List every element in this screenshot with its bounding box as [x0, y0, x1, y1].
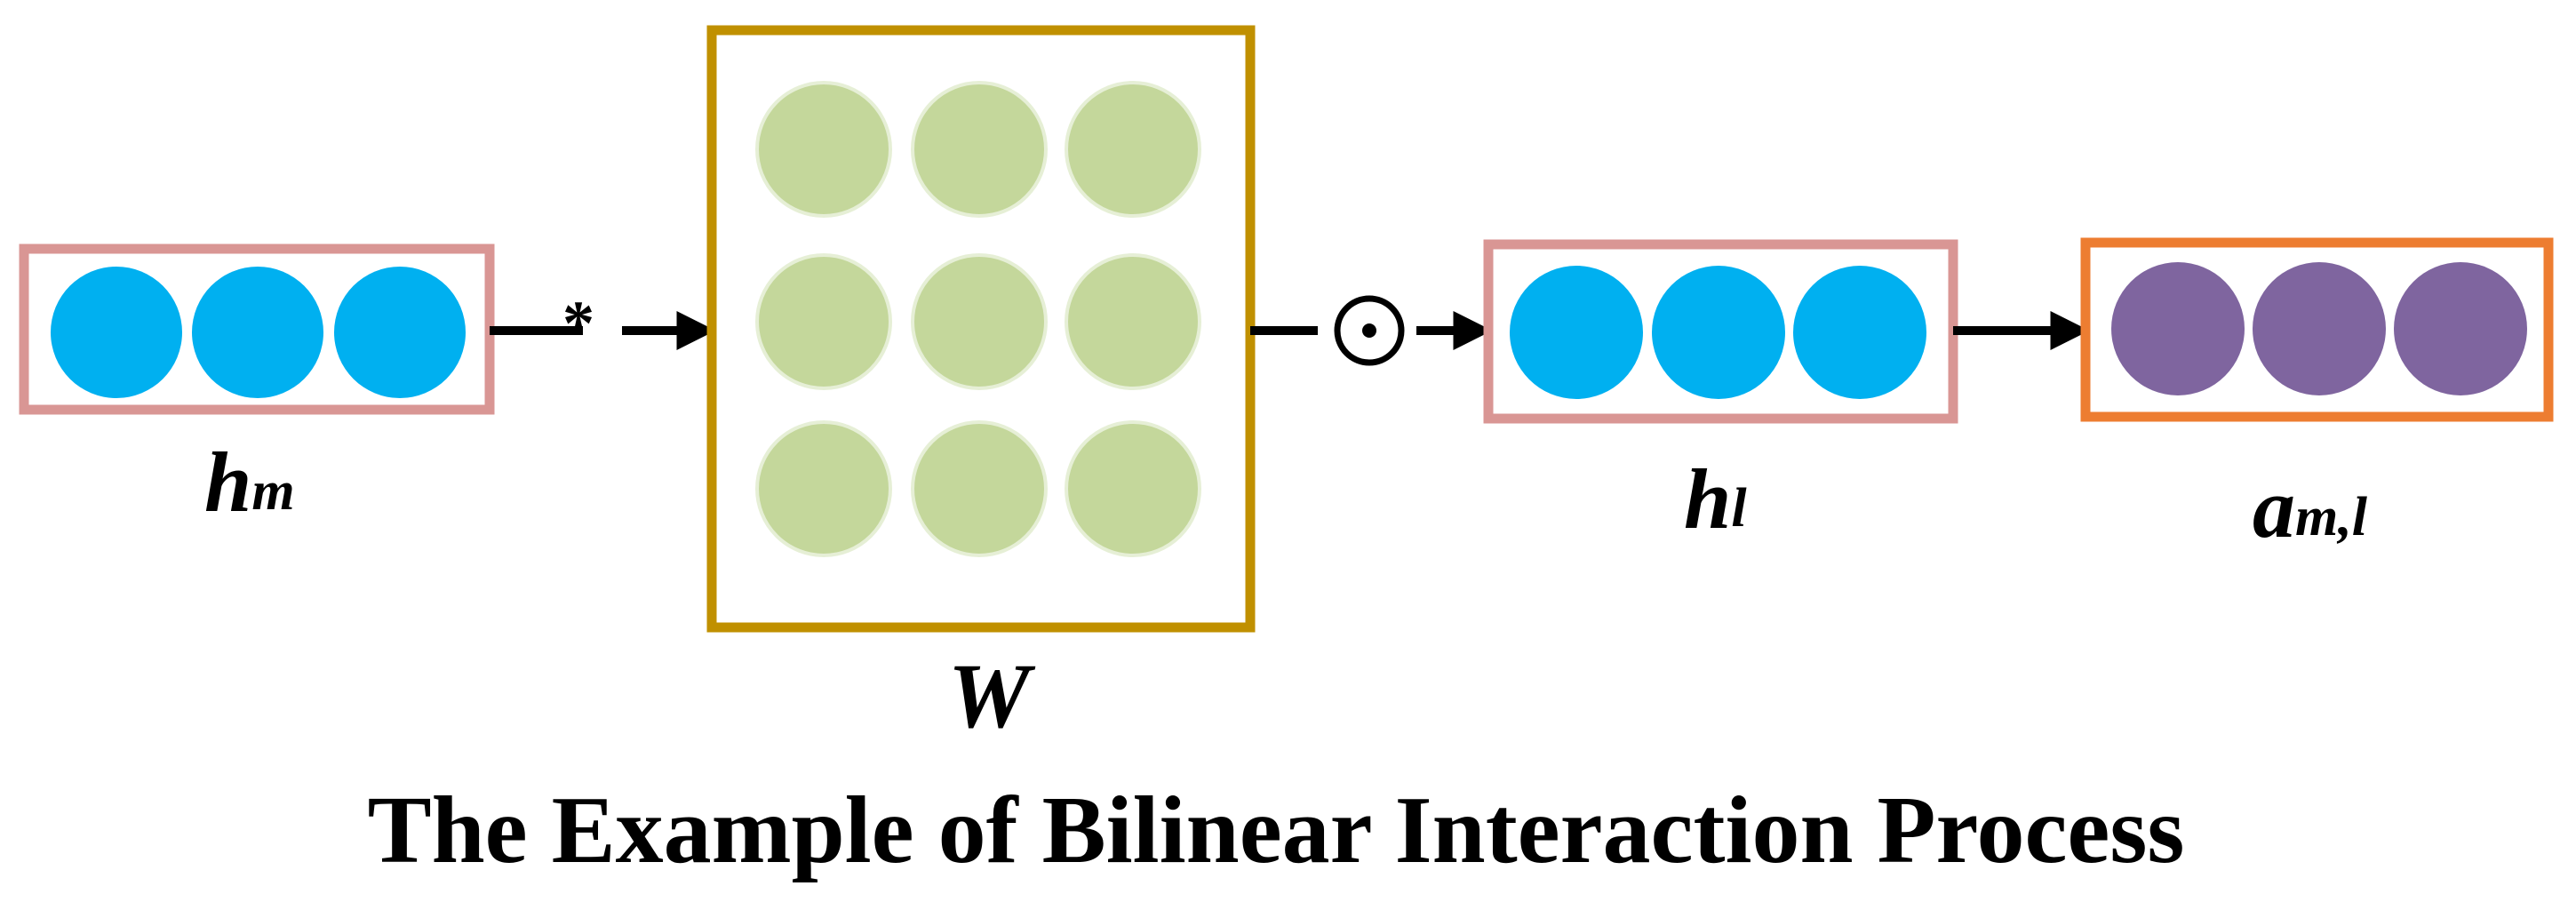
w-cell	[911, 420, 1048, 557]
h-m-vector	[19, 243, 495, 415]
hadamard-operator: ⊙	[1334, 295, 1405, 366]
a-ml-cell	[2111, 262, 2245, 395]
h-l-label: hl	[1684, 451, 1747, 547]
h-m-cell	[334, 267, 466, 398]
h-m-cell	[192, 267, 323, 398]
a-ml-box	[2080, 237, 2554, 422]
multiply-operator: *	[562, 288, 594, 359]
h-l-cell	[1652, 266, 1785, 399]
a-ml-vector	[2080, 237, 2554, 422]
a-ml-cell	[2253, 262, 2386, 395]
svg-text:⊙: ⊙	[1369, 330, 1370, 331]
w-cell	[755, 420, 892, 557]
w-cell	[1065, 253, 1201, 390]
h-l-vector	[1483, 239, 1958, 424]
w-cell	[755, 253, 892, 390]
w-cell	[1065, 420, 1201, 557]
a-ml-label: am,l	[2253, 460, 2368, 555]
diagram-caption: The Example of Bilinear Interaction Proc…	[368, 778, 2185, 883]
w-cell	[755, 81, 892, 218]
w-cell	[911, 253, 1048, 390]
a-ml-cell	[2394, 262, 2527, 395]
w-label: W	[948, 645, 1036, 747]
h-l-cell	[1510, 266, 1643, 399]
w-cell	[911, 81, 1048, 218]
w-cell	[1065, 81, 1201, 218]
w-matrix	[706, 25, 1256, 633]
h-l-cell	[1793, 266, 1926, 399]
h-m-label: hm	[204, 435, 295, 530]
h-m-cell	[51, 267, 182, 398]
